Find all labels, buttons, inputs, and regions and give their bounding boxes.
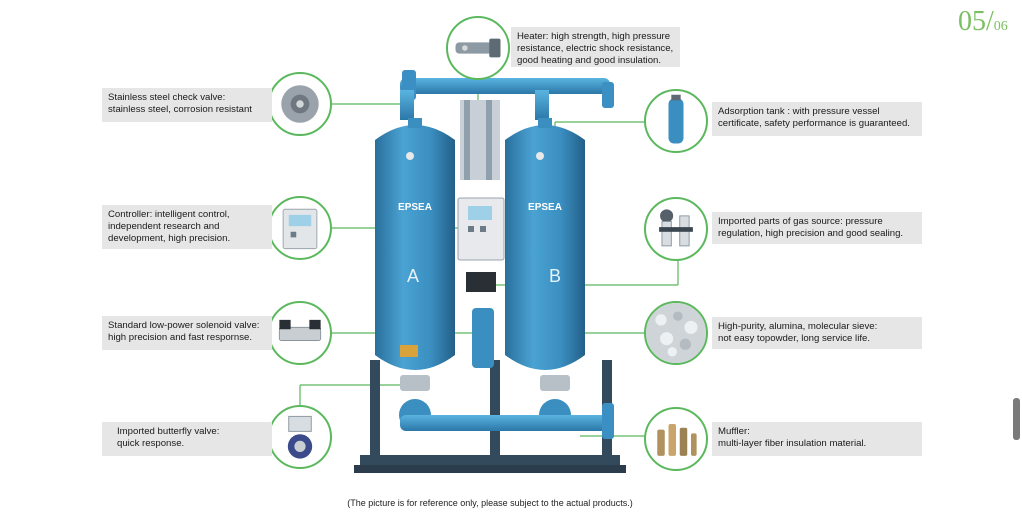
callout-gas-source: Imported parts of gas source: pressure r… bbox=[712, 212, 922, 244]
check-valve-photo bbox=[268, 72, 332, 136]
bottom-pipe bbox=[400, 403, 614, 439]
callout-adsorption-tank: Adsorption tank : with pressure vessel c… bbox=[712, 102, 922, 136]
adsorption-tank-photo bbox=[644, 89, 708, 153]
page-number: 05/06 bbox=[958, 6, 1008, 38]
controller-photo bbox=[268, 196, 332, 260]
vertical-scrollbar[interactable] bbox=[1013, 398, 1020, 440]
butterfly-valve-photo bbox=[268, 405, 332, 469]
tank-b: EPSEA B bbox=[505, 118, 585, 370]
callout-molecular-sieve: High-purity, alumina, molecular sieve: n… bbox=[712, 317, 922, 349]
brand-label-a: EPSEA bbox=[398, 202, 432, 213]
callout-muffler: Muffler: multi-layer fiber insulation ma… bbox=[712, 422, 922, 456]
tank-a-label: A bbox=[407, 266, 419, 286]
center-column bbox=[460, 100, 500, 180]
tank-a: EPSEA A bbox=[375, 118, 455, 370]
muffler-photo bbox=[644, 407, 708, 471]
callout-check-valve: Stainless steel check valve: stainless s… bbox=[102, 88, 272, 122]
brand-label-b: EPSEA bbox=[528, 202, 562, 213]
solenoid-valve-photo bbox=[268, 301, 332, 365]
disclaimer-note: (The picture is for reference only, plea… bbox=[347, 498, 633, 508]
gas-source-parts-photo bbox=[644, 197, 708, 261]
solenoid-assembly bbox=[466, 272, 496, 368]
callout-solenoid-valve: Standard low-power solenoid valve: high … bbox=[102, 316, 272, 350]
tank-b-label: B bbox=[549, 266, 561, 286]
page-current: 05/ bbox=[958, 6, 994, 37]
dryer-machine-illustration: EPSEA A EPSEA B bbox=[354, 70, 626, 473]
molecular-sieve-photo bbox=[644, 301, 708, 365]
callout-controller: Controller: intelligent control, indepen… bbox=[102, 205, 272, 249]
controller-box bbox=[457, 197, 505, 261]
callout-butterfly-valve: Imported butterfly valve: quick response… bbox=[102, 422, 272, 456]
callout-heater: Heater: high strength, high pressure res… bbox=[511, 27, 680, 67]
top-pipe bbox=[400, 70, 614, 120]
page-total: 06 bbox=[993, 19, 1008, 34]
heater-photo bbox=[446, 16, 510, 80]
